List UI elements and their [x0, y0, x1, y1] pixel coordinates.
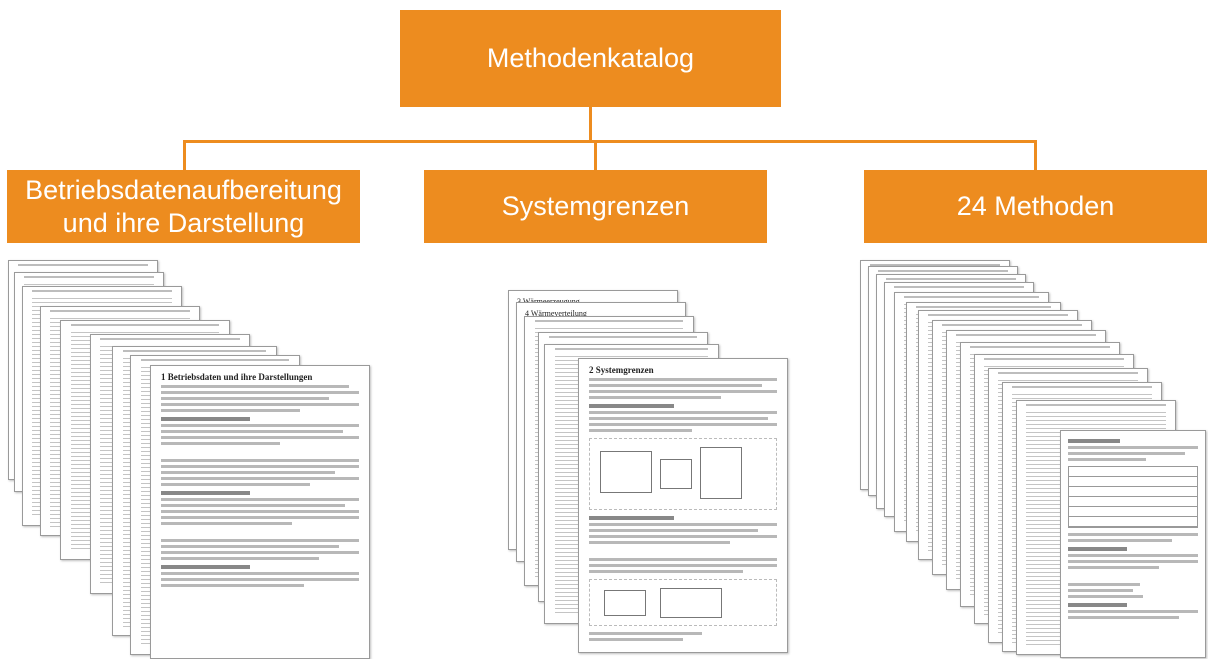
child2-label: Systemgrenzen: [501, 191, 690, 221]
connector-child1: [183, 140, 186, 170]
child3-label: 24 Methoden: [956, 191, 1115, 221]
root-box-methodenkatalog: Methodenkatalog: [400, 10, 781, 107]
middle-front-title: 2 Systemgrenzen: [589, 365, 654, 375]
front-document-page: 1 Betriebsdaten und ihre Darstellungen: [150, 365, 370, 659]
middle-back-title-1: 3 Wärmeerzeugung: [517, 297, 669, 306]
document-stack-24-methoden: [860, 250, 1208, 659]
front-document-page: [1060, 430, 1206, 658]
middle-back-title-2: 4 Wärmeverteilung: [525, 309, 587, 318]
child1-label-line1: Betriebsdatenaufbereitung: [25, 174, 342, 205]
child1-label-line2: und ihre Darstellung: [62, 207, 305, 238]
connector-root-down: [589, 107, 592, 142]
connector-child3: [1034, 140, 1037, 170]
child-box-24-methoden: 24 Methoden: [864, 170, 1207, 243]
document-stack-betriebsdaten: 1 Betriebsdaten und ihre Darstellungen: [0, 250, 400, 659]
child-box-systemgrenzen: Systemgrenzen: [424, 170, 767, 243]
document-stack-systemgrenzen: 3 Wärmeerzeugung 4 Wärmeverteilung 2 Sys…: [460, 270, 790, 659]
front-document-page: 2 Systemgrenzen: [578, 358, 788, 653]
root-label: Methodenkatalog: [486, 43, 695, 73]
left-front-title: 1 Betriebsdaten und ihre Darstellungen: [161, 372, 313, 382]
connector-horizontal: [183, 140, 1037, 143]
child-box-betriebsdaten: Betriebsdatenaufbereitung und ihre Darst…: [7, 170, 360, 243]
connector-child2: [594, 140, 597, 170]
